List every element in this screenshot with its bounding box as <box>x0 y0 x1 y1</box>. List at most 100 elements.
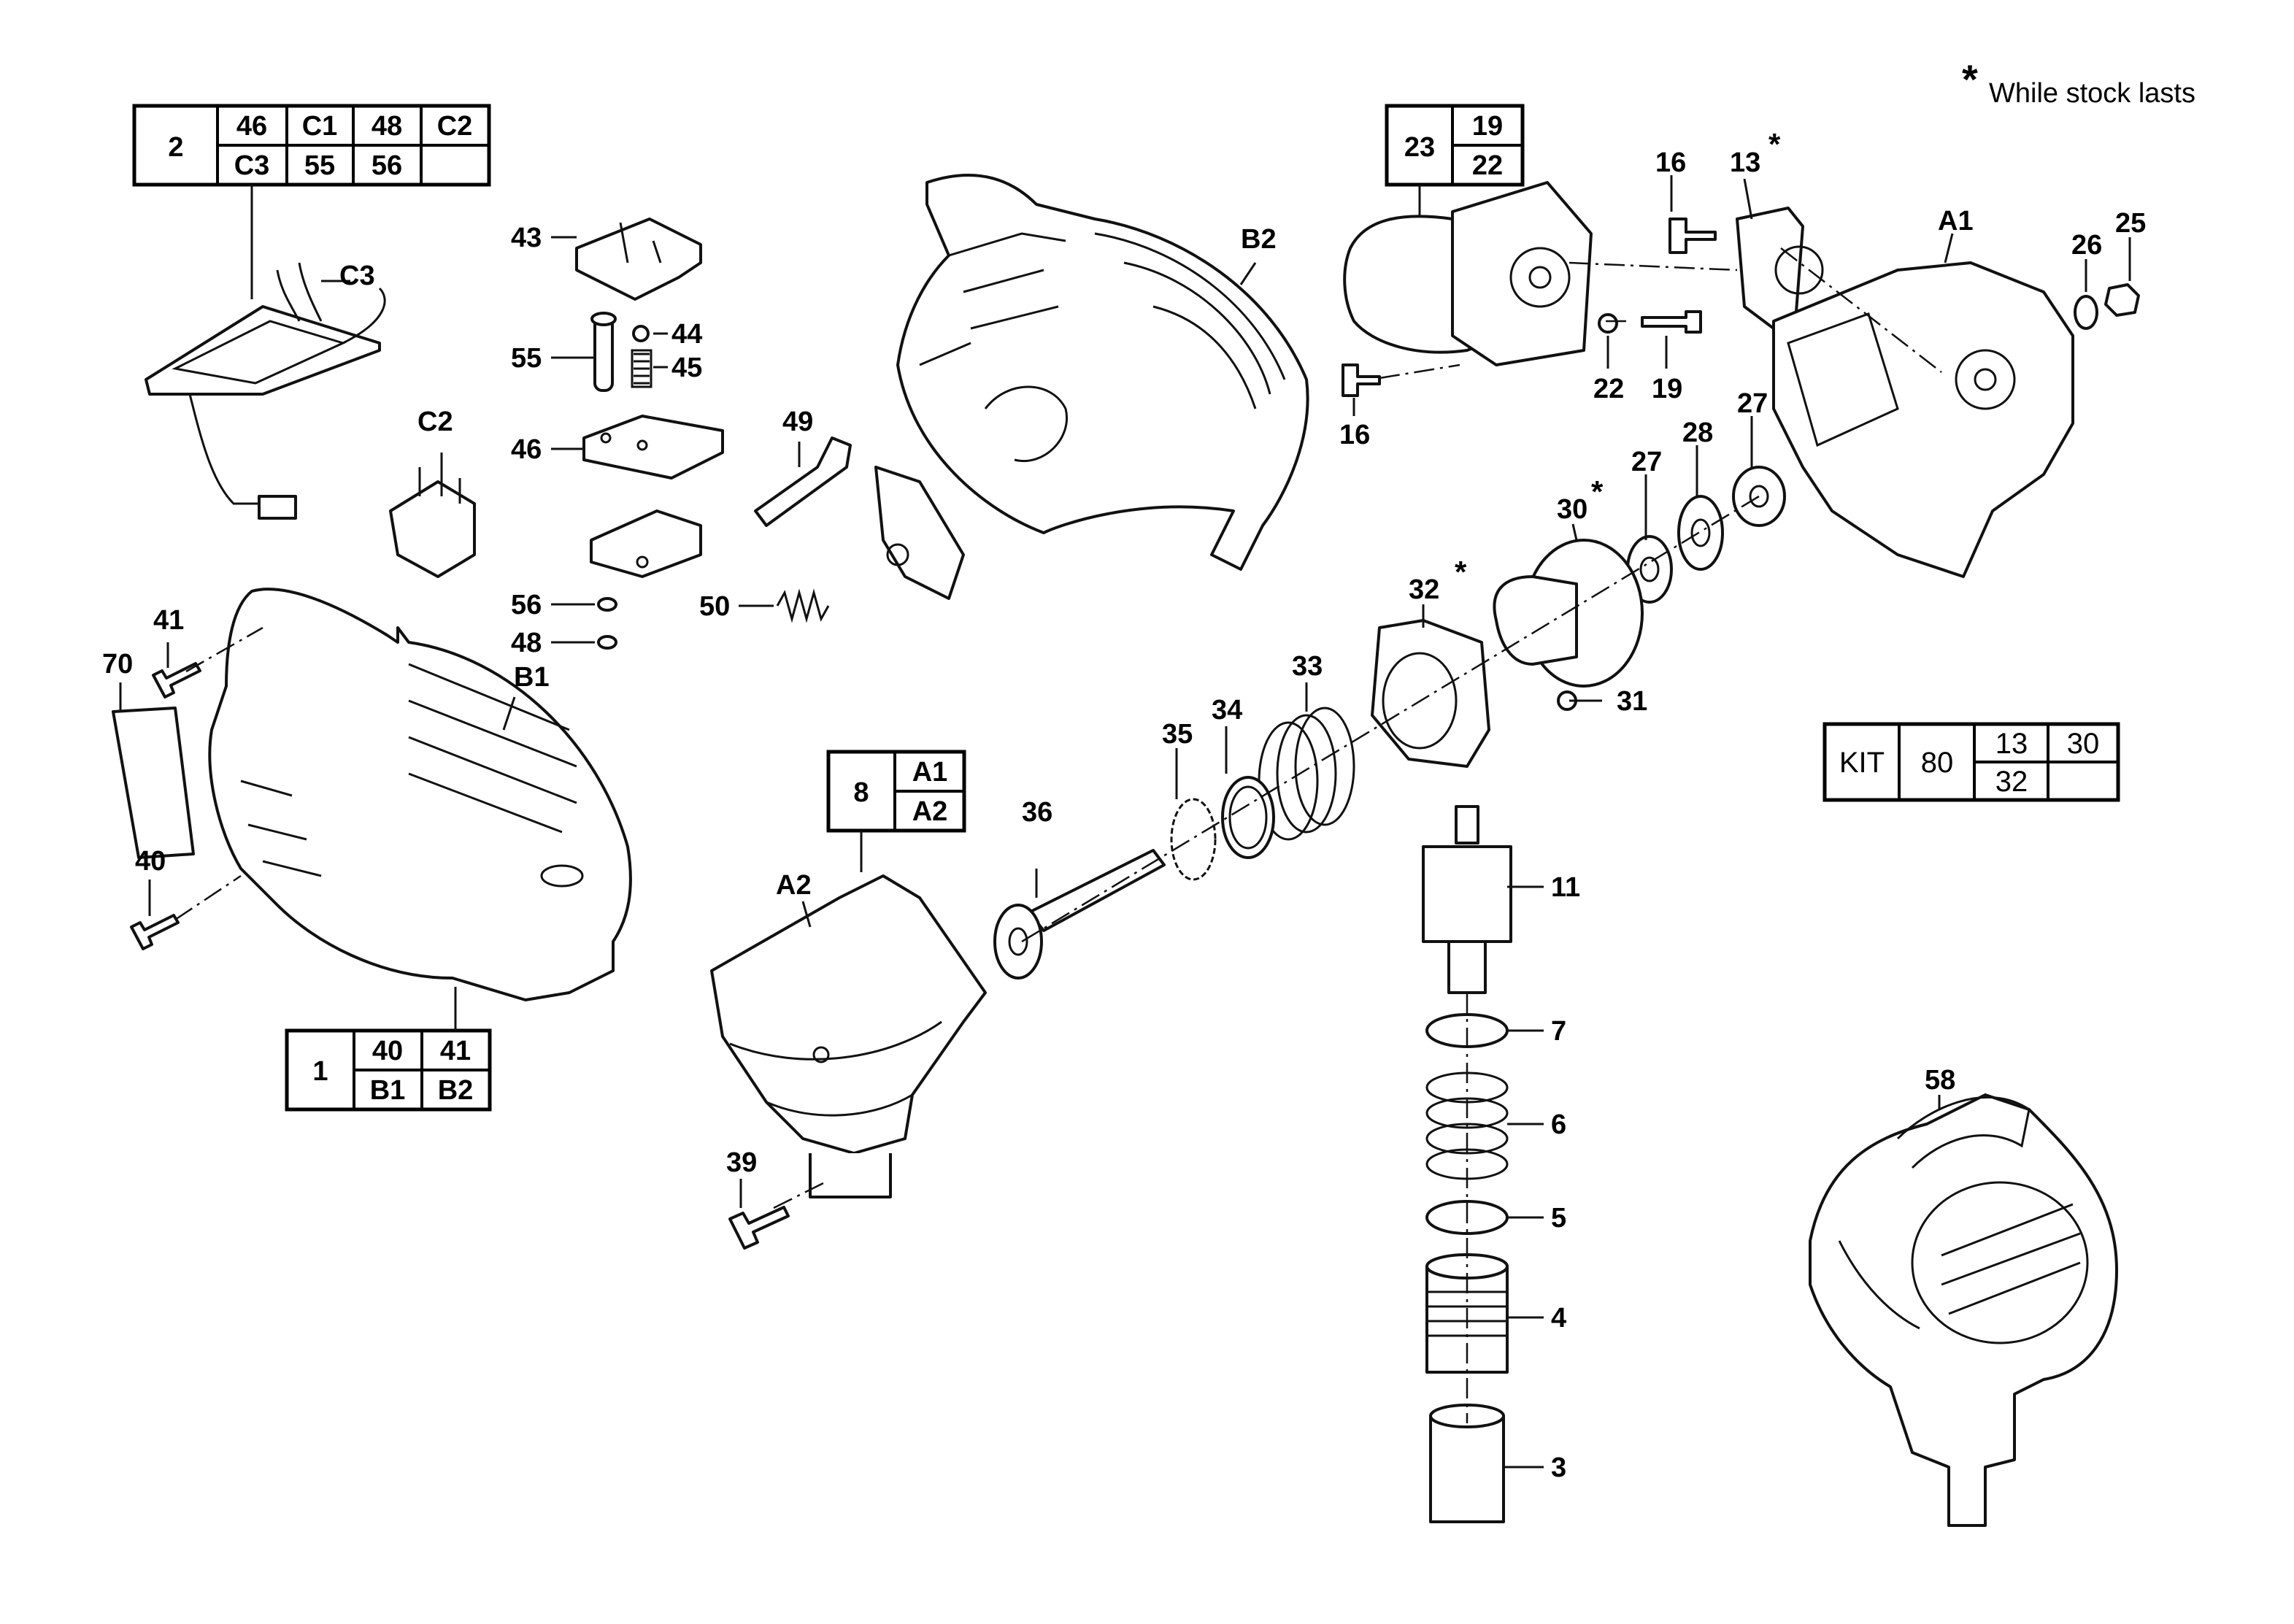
part-32-hammer <box>1371 619 1490 768</box>
table-2-cell: 48 <box>372 111 402 142</box>
callout-27: 27 <box>1631 447 1662 477</box>
callout-C3: C3 <box>339 261 375 291</box>
callout-70: 70 <box>102 649 133 680</box>
callout-B1: B1 <box>514 662 550 693</box>
callout-40: 40 <box>135 846 166 877</box>
part-microswitch <box>590 509 702 578</box>
part-36-anvil <box>993 849 1166 980</box>
callouts: 43 55 46 56 48 44 45 49 50 C3 C2 41 70 B… <box>102 127 2146 1483</box>
table-23: 23 19 22 <box>1385 104 1525 219</box>
part-48-washer <box>597 635 617 650</box>
table-2-main: 2 <box>168 132 183 163</box>
callout-39: 39 <box>726 1147 757 1178</box>
part-25-nut <box>2104 283 2140 317</box>
part-55-pin <box>590 312 617 392</box>
table-8-main: 8 <box>853 777 869 808</box>
callout-11: 11 <box>1551 872 1580 903</box>
part-40-screw <box>130 914 180 950</box>
table-23-cell: 22 <box>1472 150 1503 181</box>
part-30-gear <box>1493 539 1644 688</box>
callout-48: 48 <box>511 628 542 658</box>
callout-41: 41 <box>153 605 184 636</box>
callout-C2: C2 <box>417 407 453 437</box>
callout-28: 28 <box>1682 417 1713 448</box>
kit-cell: 13 <box>1995 728 2028 760</box>
callout-26: 26 <box>2071 230 2102 261</box>
table-8-cell: A2 <box>912 796 948 827</box>
callout-35: 35 <box>1162 719 1193 750</box>
callout-32: 32 <box>1409 574 1439 605</box>
table-2: 2 46 C1 48 C2 C3 55 56 <box>132 104 491 299</box>
table-2-cell: 56 <box>372 150 402 181</box>
callout-45: 45 <box>671 353 702 383</box>
callout-A1: A1 <box>1938 206 1974 236</box>
table-2-cell: 46 <box>236 111 267 142</box>
kit-cell: 30 <box>2067 728 2100 760</box>
callout-56: 56 <box>511 590 542 620</box>
callout-58: 58 <box>1925 1065 1955 1096</box>
kit-cell: 32 <box>1995 766 2028 798</box>
asterisk-13: * <box>1768 127 1781 161</box>
assembly-lines <box>174 247 1942 1423</box>
callout-49: 49 <box>782 407 813 437</box>
callout-B2: B2 <box>1241 224 1277 255</box>
kit-table: KIT 80 13 30 32 <box>1823 722 2120 802</box>
part-b1-housing <box>208 588 632 1001</box>
part-45-spring <box>631 349 653 388</box>
part-70-label <box>112 707 195 859</box>
table-2-cell: C3 <box>234 150 270 181</box>
table-1-main: 1 <box>312 1056 328 1087</box>
leader-lines <box>119 175 2131 1469</box>
table-23-cell: 19 <box>1472 111 1503 142</box>
callout-50: 50 <box>699 591 730 622</box>
part-56-washer <box>597 597 617 612</box>
callout-16: 16 <box>1655 147 1686 178</box>
callout-30: 30 <box>1557 494 1587 525</box>
callout-4: 4 <box>1551 1303 1566 1334</box>
callout-34: 34 <box>1212 695 1242 726</box>
part-33-spring <box>1258 707 1355 841</box>
table-2-cell: 55 <box>304 150 335 181</box>
callout-A2: A2 <box>776 870 812 901</box>
callout-6: 6 <box>1551 1109 1566 1140</box>
note-text: While stock lasts <box>1989 78 2195 109</box>
callout-27: 27 <box>1737 388 1768 419</box>
part-26-washer <box>2074 295 2098 330</box>
kit-main: 80 <box>1921 747 1954 779</box>
callout-25: 25 <box>2115 208 2146 239</box>
callout-46: 46 <box>511 434 542 465</box>
part-41-screw <box>152 662 201 699</box>
callout-13: 13 <box>1730 147 1760 178</box>
part-22-washer <box>1598 313 1618 334</box>
part-23-motor <box>1343 181 1593 366</box>
callout-5: 5 <box>1551 1203 1566 1234</box>
note-asterisk: * <box>1962 56 1978 102</box>
part-a2-nose <box>710 874 987 1198</box>
table-8-cell: A1 <box>912 757 948 788</box>
table-2-cell: C2 <box>437 111 473 142</box>
part-16-screw <box>1668 218 1717 254</box>
part-28-bearing <box>1677 495 1724 571</box>
table-8: 8 A1 A2 <box>826 750 966 872</box>
callout-55: 55 <box>511 343 542 374</box>
table-1-cell: B2 <box>438 1075 474 1106</box>
callout-19: 19 <box>1652 374 1682 404</box>
part-43-cover <box>575 218 702 301</box>
part-c3-switch-plate <box>145 262 386 520</box>
callout-43: 43 <box>511 223 542 253</box>
part-49-lever <box>754 436 965 600</box>
callout-7: 7 <box>1551 1016 1566 1047</box>
table-1-cell: 41 <box>440 1036 471 1066</box>
callout-22: 22 <box>1593 374 1624 404</box>
kit-label: KIT <box>1839 747 1885 779</box>
part-11-socket <box>1422 805 1512 994</box>
part-a1-gearbox <box>1772 261 2074 578</box>
part-39-screw <box>728 1206 790 1250</box>
part-16-screw <box>1342 363 1381 397</box>
part-46-block <box>582 415 724 480</box>
callout-33: 33 <box>1292 651 1323 682</box>
callout-44: 44 <box>671 319 702 350</box>
table-1-cell: 40 <box>372 1036 403 1066</box>
part-b2-housing <box>896 174 1309 571</box>
